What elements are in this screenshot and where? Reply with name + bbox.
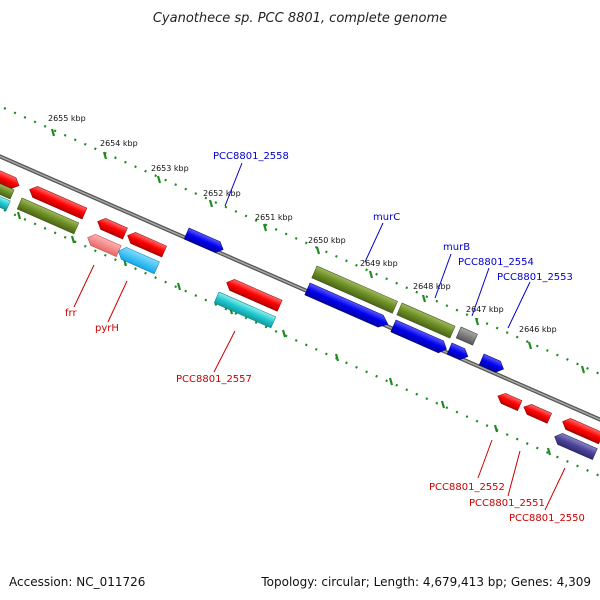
ruler-label: 2652 kbp [203,189,241,198]
gene-arrow-PCC8801_2557[interactable] [213,291,277,329]
gene-label-pyrH[interactable]: pyrH [95,323,119,334]
gene-arrow-red[interactable] [560,416,600,445]
gene-arrow-red[interactable] [125,230,167,258]
gene-arrow-PCC8801_2553[interactable] [478,353,506,375]
gene-label-PCC8801_2557[interactable]: PCC8801_2557 [176,374,252,385]
ruler-label: 2653 kbp [151,164,189,173]
reverse-gene-labels: frr pyrH PCC8801_2557 PCC8801_2552 PCC88… [65,308,585,524]
ruler-label: 2654 kbp [100,139,138,148]
genome-backbone [0,154,600,422]
gene-arrow-PCC8801_2554[interactable] [455,326,478,346]
gene-arrow-blue[interactable] [304,282,391,330]
gene-arrow-cyan[interactable] [0,192,11,211]
gene-label-PCC8801_2552[interactable]: PCC8801_2552 [429,482,505,493]
gene-arrow-red[interactable] [0,167,21,191]
gene-arrow-green[interactable] [0,180,15,200]
ruler-inner-dots [3,208,600,478]
accession-label: Accession: NC_011726 [9,575,145,589]
gene-arrow-PCC8801_2558[interactable] [183,227,225,255]
gene-label-PCC8801_2553[interactable]: PCC8801_2553 [497,272,573,283]
gene-arrow-PCC8801_2552[interactable] [496,391,523,412]
ruler-label: 2655 kbp [48,114,86,123]
gene-label-murB[interactable]: murB [443,242,470,253]
gene-label-PCC8801_2554[interactable]: PCC8801_2554 [458,257,534,268]
ruler-label: 2646 kbp [519,325,557,334]
genome-summary: Topology: circular; Length: 4,679,413 bp… [260,575,591,589]
gene-label-PCC8801_2551[interactable]: PCC8801_2551 [469,498,545,509]
ruler-label: 2648 kbp [413,282,451,291]
gene-arrow-blue[interactable] [390,319,449,355]
gene-label-PCC8801_2558[interactable]: PCC8801_2558 [213,151,289,162]
gene-label-murC[interactable]: murC [373,212,400,223]
gene-arrow-red[interactable] [95,216,128,240]
gene-arrow-red[interactable] [27,184,88,220]
reverse-leader-lines [73,264,566,511]
ruler-label: 2647 kbp [466,305,504,314]
gene-arrow-frr[interactable] [85,232,122,257]
gene-arrow-PCC8801_2551[interactable] [522,402,552,424]
ruler-labels: 2655 kbp 2654 kbp 2653 kbp 2652 kbp 2651… [48,114,557,334]
ruler-label: 2649 kbp [360,259,398,268]
gene-arrow-pyrH[interactable] [116,245,160,275]
gene-label-frr[interactable]: frr [65,308,77,319]
gene-label-PCC8801_2550[interactable]: PCC8801_2550 [509,513,585,524]
map-title: Cyanothece sp. PCC 8801, complete genome [153,11,447,26]
forward-leader-lines [224,162,531,329]
gene-arrow-blue[interactable] [446,342,470,362]
forward-gene-labels: PCC8801_2558 murC murB PCC8801_2554 PCC8… [213,151,573,283]
gene-arrow-red[interactable] [224,277,283,312]
gene-arrow-murC[interactable] [311,265,398,314]
ruler-outer-major-ticks [50,128,586,374]
ruler-label: 2651 kbp [255,213,293,222]
ruler-label: 2650 kbp [308,236,346,245]
gene-arrow-murB[interactable] [396,302,456,339]
gene-arrow-green[interactable] [16,197,80,235]
gene-features [0,167,600,461]
gene-arrow-PCC8801_2550[interactable] [552,431,598,461]
